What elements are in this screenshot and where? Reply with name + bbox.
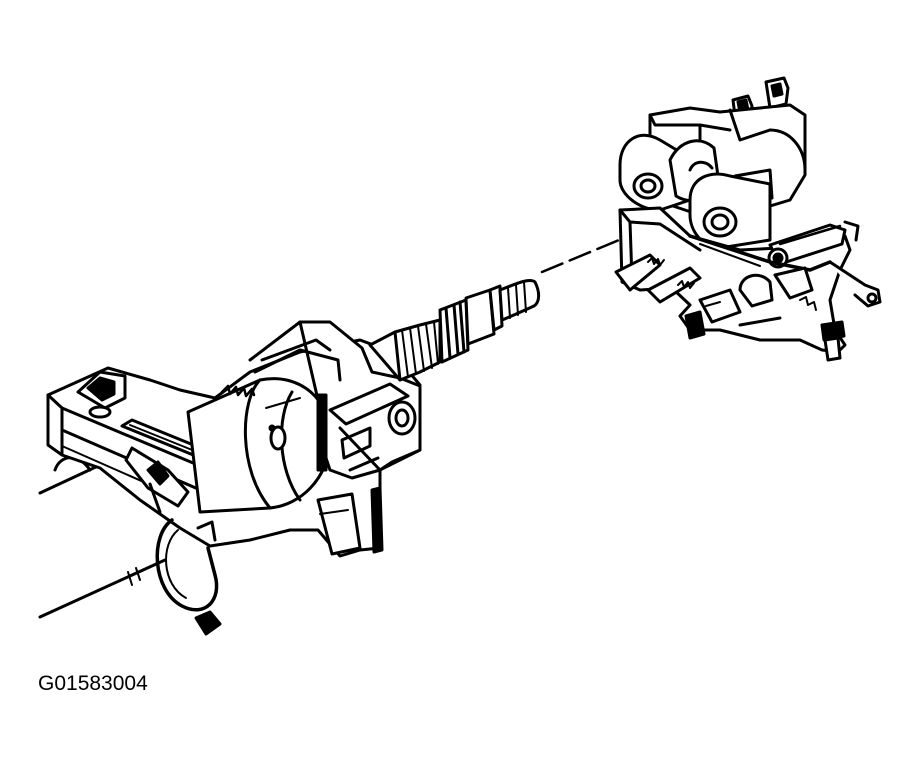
column-housing bbox=[46, 320, 422, 558]
splined-shaft bbox=[368, 278, 541, 382]
figure-id-label: G01583004 bbox=[38, 672, 148, 695]
ignition-lock-assembly bbox=[614, 76, 882, 362]
lower-mounting-bracket bbox=[124, 446, 222, 636]
